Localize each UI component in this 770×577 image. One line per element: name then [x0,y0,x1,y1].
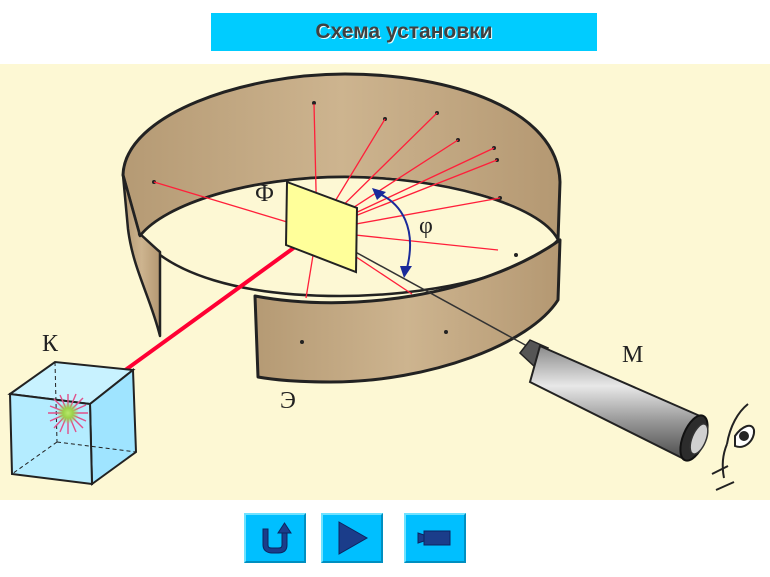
label-microscope: М [622,342,644,368]
return-arrow-icon [262,522,292,554]
camera-button[interactable] [404,513,466,563]
play-icon [338,521,369,555]
angle-arrow-bottom [400,266,412,278]
gold-foil [284,180,359,274]
eye-icon [711,403,756,491]
microscope [518,339,709,462]
diagram-area: Ф φ К Э М [0,64,770,500]
rutherford-setup-diagram [7,72,756,491]
radioactive-source-box [7,360,138,486]
back-button[interactable] [244,513,306,563]
camera-icon [417,530,451,546]
label-foil: Ф [255,181,274,207]
angle-arc [374,191,411,273]
label-source: К [42,331,59,357]
label-angle: φ [419,213,433,239]
label-screen: Э [280,388,296,414]
play-button[interactable] [321,513,383,563]
angle-arrow-top [372,188,386,200]
screen-front-segment [253,238,562,384]
page-title: Схема установки [315,20,493,43]
screen-left-segment [121,173,162,338]
title-banner: Схема установки [211,13,597,51]
